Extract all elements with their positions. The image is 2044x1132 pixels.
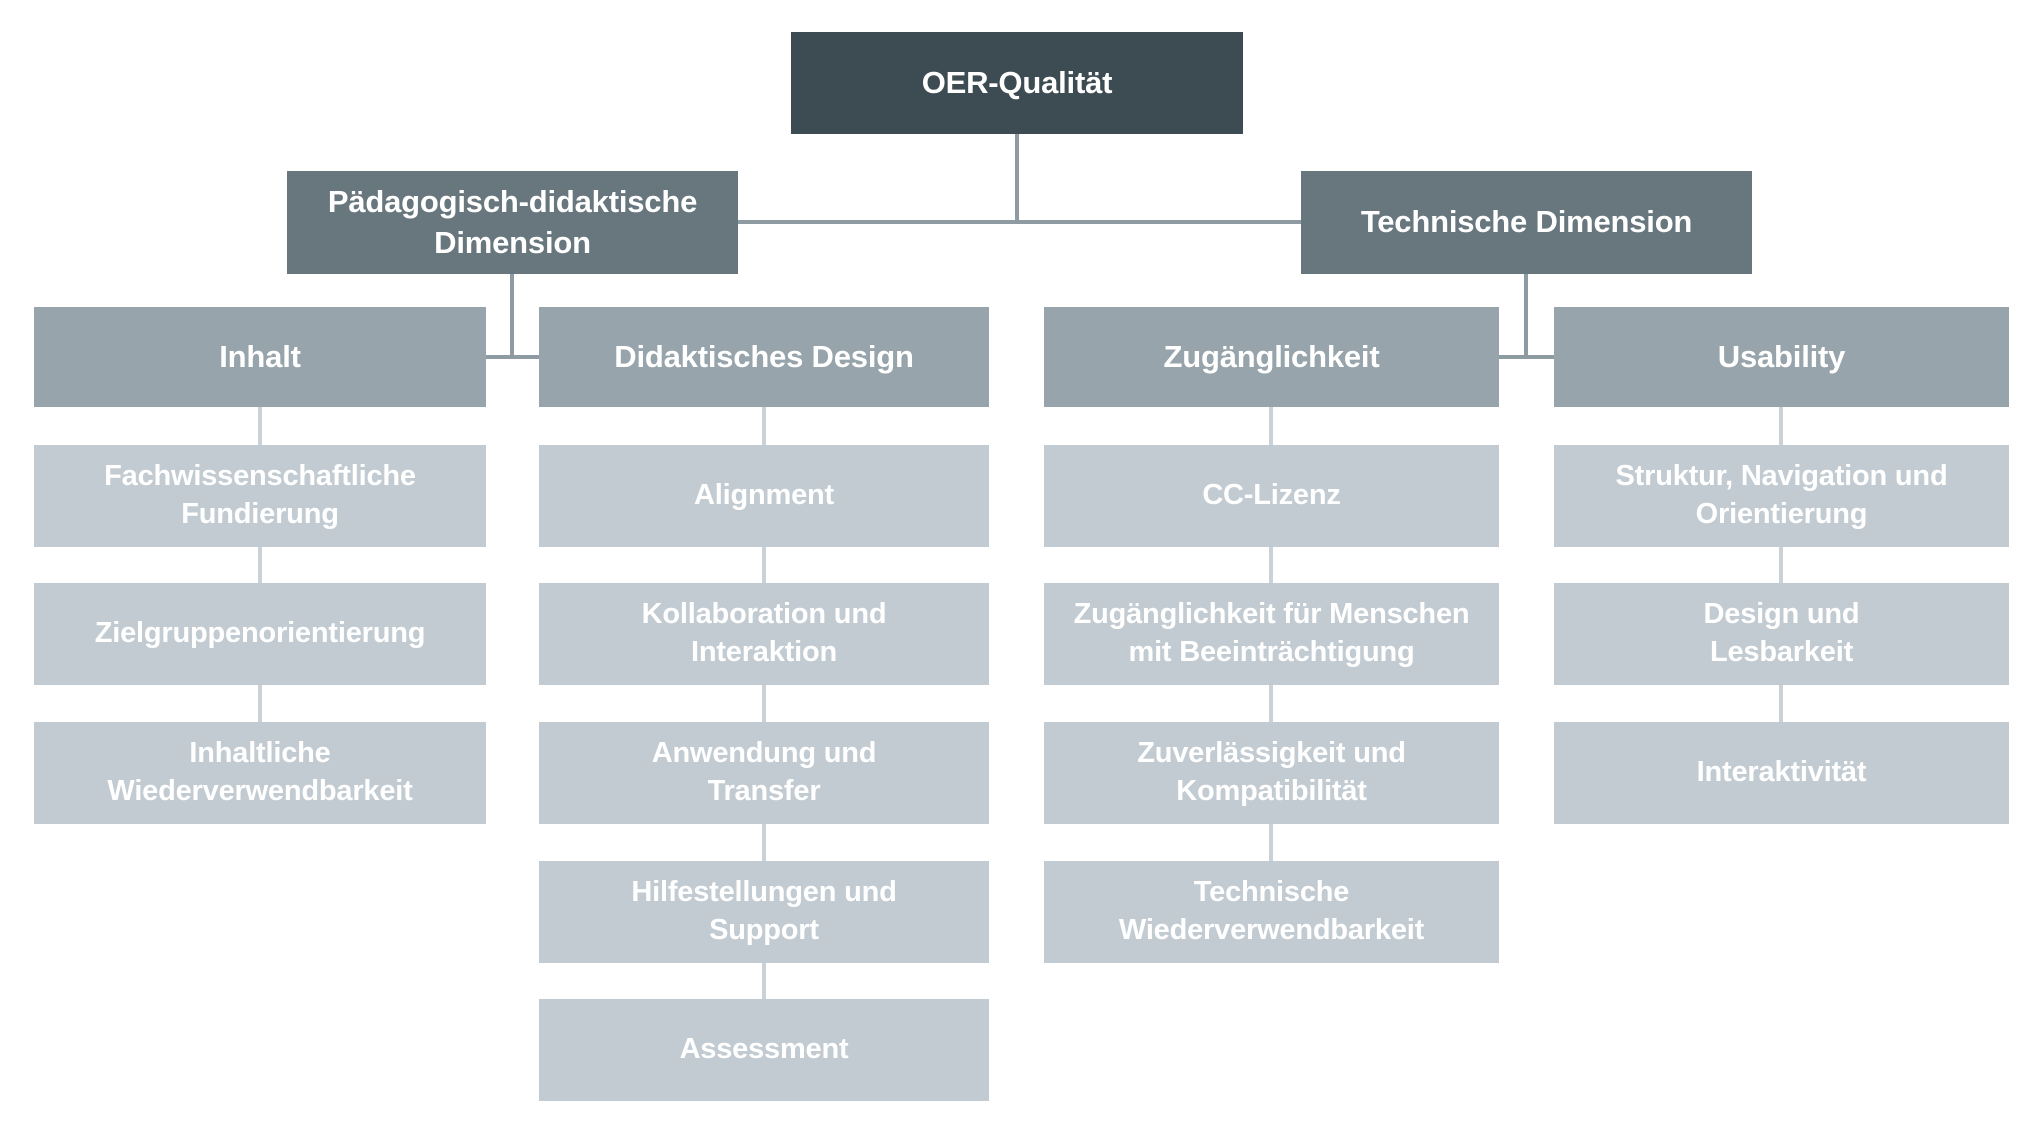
node-struktur-navigation-orientierung: Struktur, Navigation und Orientierung bbox=[1554, 445, 2009, 547]
connector-col4-3 bbox=[1779, 685, 1783, 722]
node-zielgruppenorientierung: Zielgruppenorientierung bbox=[34, 583, 486, 685]
connector-technisch-horizontal bbox=[1499, 355, 1554, 359]
node-design-und-lesbarkeit: Design und Lesbarkeit bbox=[1554, 583, 2009, 685]
node-inhalt: Inhalt bbox=[34, 307, 486, 407]
node-anwendung-und-transfer: Anwendung und Transfer bbox=[539, 722, 989, 824]
connector-col1-3 bbox=[258, 685, 262, 722]
connector-col2-3 bbox=[762, 685, 766, 722]
node-oer-qualitaet: OER-Qualität bbox=[791, 32, 1243, 134]
connector-col2-5 bbox=[762, 963, 766, 999]
node-hilfestellungen-und-support: Hilfestellungen und Support bbox=[539, 861, 989, 963]
connector-col3-1 bbox=[1269, 407, 1273, 445]
connector-col2-1 bbox=[762, 407, 766, 445]
node-didaktisches-design: Didaktisches Design bbox=[539, 307, 989, 407]
connector-root-horizontal bbox=[738, 220, 1301, 224]
node-zugaenglichkeit-fuer-menschen: Zugänglichkeit für Menschen mit Beeinträ… bbox=[1044, 583, 1499, 685]
node-interaktivitaet: Interaktivität bbox=[1554, 722, 2009, 824]
node-zugaenglichkeit: Zugänglichkeit bbox=[1044, 307, 1499, 407]
node-zuverlaessigkeit-und-kompatibilitaet: Zuverlässigkeit und Kompatibilität bbox=[1044, 722, 1499, 824]
connector-col3-4 bbox=[1269, 824, 1273, 861]
node-technische-dimension: Technische Dimension bbox=[1301, 171, 1752, 274]
node-kollaboration-und-interaktion: Kollaboration und Interaktion bbox=[539, 583, 989, 685]
connector-col4-2 bbox=[1779, 547, 1783, 583]
connector-col2-2 bbox=[762, 547, 766, 583]
node-cc-lizenz: CC-Lizenz bbox=[1044, 445, 1499, 547]
node-alignment: Alignment bbox=[539, 445, 989, 547]
connector-root-vertical bbox=[1015, 134, 1019, 224]
connector-paedagogisch-horizontal bbox=[486, 355, 539, 359]
connector-col1-2 bbox=[258, 547, 262, 583]
connector-col2-4 bbox=[762, 824, 766, 861]
connector-paedagogisch-vertical bbox=[510, 274, 514, 359]
connector-col4-1 bbox=[1779, 407, 1783, 445]
node-technische-wiederverwendbarkeit: Technische Wiederverwendbarkeit bbox=[1044, 861, 1499, 963]
connector-col1-1 bbox=[258, 407, 262, 445]
connector-technisch-vertical bbox=[1524, 274, 1528, 359]
node-usability: Usability bbox=[1554, 307, 2009, 407]
node-assessment: Assessment bbox=[539, 999, 989, 1101]
node-paedagogisch-didaktische-dimension: Pädagogisch-didaktische Dimension bbox=[287, 171, 738, 274]
connector-col3-2 bbox=[1269, 547, 1273, 583]
connector-col3-3 bbox=[1269, 685, 1273, 722]
node-fachwissenschaftliche-fundierung: Fachwissenschaftliche Fundierung bbox=[34, 445, 486, 547]
node-inhaltliche-wiederverwendbarkeit: Inhaltliche Wiederverwendbarkeit bbox=[34, 722, 486, 824]
